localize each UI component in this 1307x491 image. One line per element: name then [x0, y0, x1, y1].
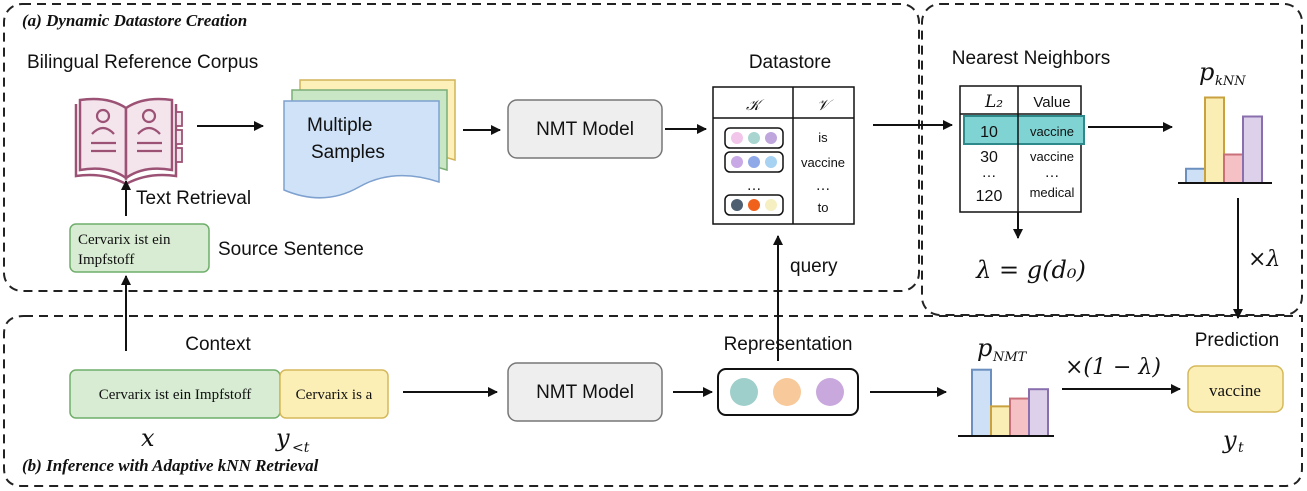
histogram-bar	[1204, 96, 1225, 184]
datastore-key-dot	[748, 199, 760, 211]
neighbors-highlight-row	[963, 115, 1085, 145]
section-b-title: (b) Inference with Adaptive kNN Retrieva…	[22, 456, 319, 475]
histogram-bar	[1028, 388, 1049, 438]
datastore-value-2: …	[816, 177, 831, 194]
nmt-model-top-box	[507, 99, 663, 159]
samples-label-line1: Multiple	[307, 115, 372, 136]
section-a-title: (a) Dynamic Datastore Creation	[22, 11, 247, 30]
nmt-model-bottom-label: NMT Model	[536, 382, 634, 403]
nmt-model-top-label: NMT Model	[536, 119, 634, 140]
pknn-histogram	[1185, 96, 1263, 184]
pknn-subscript: kNN	[1215, 74, 1246, 89]
datastore-keys	[724, 127, 784, 216]
histogram-bar	[990, 405, 1011, 437]
neighbors-value-2: …	[1045, 164, 1060, 181]
neighbors-col2-header: Value	[1033, 94, 1070, 111]
datastore-key-dot	[731, 156, 743, 168]
context-target-box	[279, 369, 389, 419]
neighbors-title: Nearest Neighbors	[952, 48, 1110, 69]
source-sentence-line1: Cervarix ist ein	[78, 232, 171, 248]
source-sentence-line2: Impfstoff	[78, 252, 134, 268]
section-b-frame	[3, 315, 1303, 487]
section-a-frame	[3, 3, 920, 292]
datastore-value-1: vaccine	[801, 155, 845, 170]
pnmt-subscript: NMT	[992, 350, 1028, 365]
representation-dot	[730, 378, 758, 406]
source-sentence-box	[69, 223, 210, 273]
datastore-key-dot	[748, 156, 760, 168]
neighbors-dist-0: 10	[980, 124, 998, 141]
pnmt-label: p	[977, 334, 992, 362]
histogram-bar	[1185, 167, 1206, 184]
datastore-value-3: to	[818, 200, 829, 215]
prediction-label: Prediction	[1195, 330, 1280, 351]
prediction-symbol: y	[1222, 426, 1237, 454]
representation-dots	[730, 378, 844, 406]
source-sentence-label: Source Sentence	[218, 239, 364, 260]
prediction-value: vaccine	[1209, 381, 1261, 400]
pnmt-histogram	[971, 368, 1049, 438]
neighbors-dist-3: 120	[976, 188, 1003, 205]
neighbors-dist-2: …	[982, 164, 997, 181]
neighbors-col1-header: L₂	[984, 92, 1003, 112]
nmt-model-bottom-box	[507, 362, 663, 422]
neighbors-dist-1: 30	[980, 149, 998, 166]
histogram-bar	[1223, 153, 1244, 184]
times-one-minus-lambda: ×(1 − λ)	[1065, 355, 1161, 380]
datastore-key-dot	[748, 132, 760, 144]
datastore-value-0: is	[818, 130, 828, 145]
context-label: Context	[185, 334, 251, 355]
context-target-text: Cervarix is a	[296, 387, 373, 403]
datastore-key-ellipsis: …	[747, 177, 762, 194]
datastore-key-dot	[765, 132, 777, 144]
pknn-label: p	[1199, 58, 1214, 86]
text-retrieval-label: Text Retrieval	[136, 188, 251, 209]
query-label: query	[790, 256, 838, 277]
context-source-text: Cervarix ist ein Impfstoff	[99, 387, 252, 403]
book-icon	[74, 97, 183, 186]
prediction-box	[1187, 365, 1284, 413]
datastore-key-dot	[731, 132, 743, 144]
histogram-bar	[1009, 397, 1030, 437]
representation-dot	[816, 378, 844, 406]
samples-stack	[283, 79, 456, 199]
datastore-key-dot	[765, 156, 777, 168]
y-symbol: y	[275, 424, 290, 452]
histogram-bar	[971, 368, 992, 438]
datastore-key-dot	[731, 199, 743, 211]
y-subscript: <t	[292, 440, 310, 456]
datastore-key-dot	[765, 199, 777, 211]
x-symbol: x	[141, 424, 155, 452]
neighbors-value-1: vaccine	[1030, 149, 1074, 164]
datastore-title: Datastore	[749, 52, 831, 73]
prediction-subscript: t	[1238, 440, 1244, 456]
times-lambda: ×λ	[1248, 247, 1280, 272]
neighbors-value-0: vaccine	[1030, 124, 1074, 139]
neighbors-value-3: medical	[1030, 185, 1075, 200]
neighbors-table	[959, 85, 1082, 213]
corpus-label: Bilingual Reference Corpus	[27, 52, 258, 73]
samples-label-line2: Samples	[311, 142, 385, 163]
histogram-bar	[1242, 115, 1263, 184]
lambda-equation: λ = g(d₀)	[975, 256, 1086, 284]
representation-label: Representation	[724, 334, 853, 355]
representation-dot	[773, 378, 801, 406]
